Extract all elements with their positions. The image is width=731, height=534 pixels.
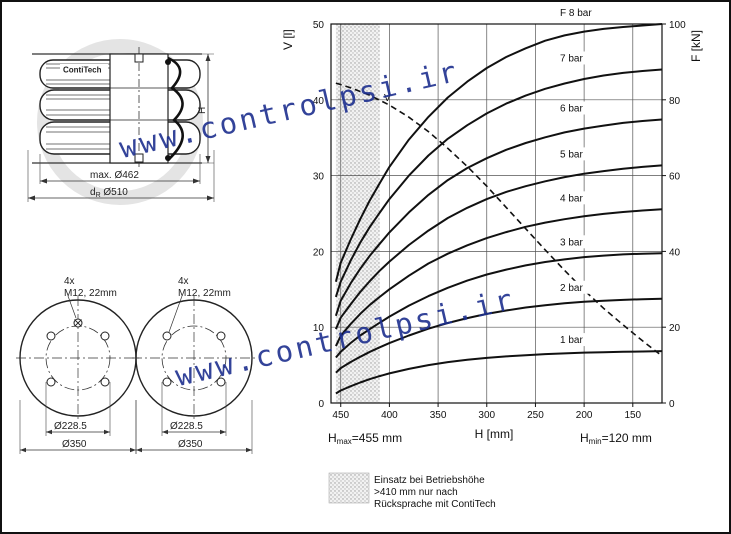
x-tick-label: 400 [381, 410, 398, 421]
y-left-tick-label: 40 [313, 96, 325, 107]
series-label-bg [557, 191, 591, 205]
air-spring-side-view: ContiTech H max. Ø462 dR Ø510 [27, 39, 215, 205]
restricted-height-region [335, 24, 380, 403]
legend-swatch [328, 472, 370, 504]
chart-series [334, 23, 663, 395]
series-label-bg [557, 6, 591, 19]
h-min-label: Hmin=120 mm [580, 431, 652, 446]
y-left-tick-label: 50 [313, 20, 325, 31]
flange-right-pitch: Ø228.5 [170, 421, 203, 432]
volume-curve-label: V [384, 93, 391, 104]
legend-note-line-1: Einsatz bei Betriebshöhe [374, 475, 485, 486]
plot-border [330, 23, 663, 404]
brand-label: ContiTech [63, 66, 102, 75]
y-right-tick-label: 60 [669, 172, 681, 183]
height-dimension-label: H [197, 107, 208, 114]
series-label: 2 bar [560, 283, 583, 294]
chart-ticks: 450 400 350 300 250 200 150 0 10 20 30 40 50 0 20 40 60 8… [313, 20, 686, 421]
y-left-tick-label: 10 [313, 323, 325, 334]
series-line [334, 164, 663, 330]
legend-note-line-3: Rücksprache mit ContiTech [374, 499, 496, 510]
y-right-tick-label: 100 [669, 20, 686, 31]
series-line [334, 23, 663, 282]
y-right-tick-label: 80 [669, 96, 681, 107]
flange-right-thread: M12, 22mm [178, 288, 231, 299]
series-label-bg [557, 147, 591, 161]
series-line [335, 350, 663, 395]
max-diameter-label: max. Ø462 [90, 170, 139, 181]
series-label-bg [557, 280, 591, 294]
x-tick-label: 350 [430, 410, 447, 421]
chart-series-labels: F 8 bar 7 bar 6 bar 5 bar 4 bar 3 bar 2 bar 1 b… [557, 6, 592, 347]
dr-diameter-label: dR Ø510 [90, 187, 128, 199]
flange-plate-left: 4x M12, 22mm Ø228.5 Ø350 [16, 276, 140, 454]
series-label: F 8 bar [560, 8, 592, 19]
flange-left-bolt-count: 4x [64, 276, 75, 287]
series-line [334, 68, 663, 298]
flange-right-bolt-count: 4x [178, 276, 189, 287]
x-tick-label: 300 [478, 410, 495, 421]
legend-note: Einsatz bei Betriebshöhe >410 mm nur nac… [374, 475, 496, 511]
y-axis-right-label: F [kN] [689, 30, 703, 62]
series-line [334, 208, 663, 347]
series-label-bg [557, 101, 591, 115]
flange-left-outer: Ø350 [62, 439, 87, 450]
series-label: 4 bar [560, 193, 583, 204]
y-right-tick-label: 40 [669, 247, 681, 258]
x-tick-label: 450 [332, 410, 349, 421]
x-axis-label: H [mm] [475, 427, 514, 441]
series-label: 6 bar [560, 104, 583, 115]
series-label: 7 bar [560, 53, 583, 64]
series-line [335, 297, 663, 374]
characteristics-chart: 450 400 350 300 250 200 150 0 10 20 30 40 50 0 20 40 60 8… [281, 6, 703, 446]
series-label: 1 bar [560, 335, 583, 346]
x-tick-label: 150 [624, 410, 641, 421]
flange-right-outer: Ø350 [178, 439, 203, 450]
x-tick-label: 250 [527, 410, 544, 421]
series-label: 5 bar [560, 149, 583, 160]
y-axis-left-label: V [l] [281, 29, 295, 50]
x-tick-label: 200 [576, 410, 593, 421]
y-right-tick-label: 20 [669, 323, 681, 334]
series-line [334, 118, 663, 317]
chart-grid [330, 23, 663, 404]
volume-curve [335, 82, 663, 357]
series-label: 3 bar [560, 237, 583, 248]
flange-left-thread: M12, 22mm [64, 288, 117, 299]
flange-left-pitch: Ø228.5 [54, 421, 87, 432]
h-max-label: Hmax=455 mm [328, 431, 402, 446]
legend-note-line-2: >410 mm nur nach [374, 487, 458, 498]
series-label-bg [557, 51, 591, 65]
y-left-tick-label: 20 [313, 247, 325, 258]
series-label-bg [557, 235, 591, 249]
flange-plate-right: 4x M12, 22mm Ø228.5 Ø350 [132, 276, 256, 454]
series-line [335, 252, 663, 359]
y-left-tick-label: 0 [318, 399, 324, 410]
y-left-tick-label: 30 [313, 172, 325, 183]
y-right-tick-label: 0 [669, 399, 675, 410]
series-label-bg [557, 333, 591, 347]
